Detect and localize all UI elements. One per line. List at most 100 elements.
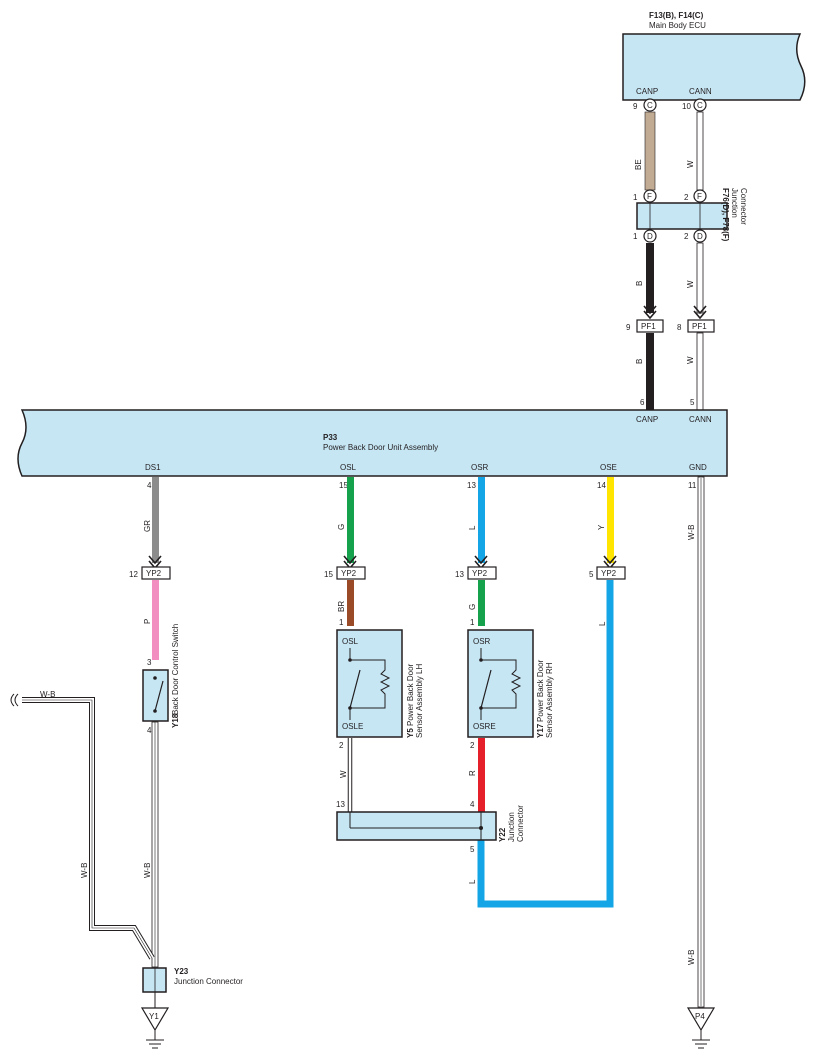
ground-label-y1: Y1 (149, 1012, 159, 1021)
y17-sensor-box (467, 629, 534, 738)
ecu-cann-pin: 10 (682, 102, 691, 111)
wire-label-wb-5: W-B (80, 863, 89, 878)
yp2-pin-4: 5 (589, 570, 594, 579)
y17-switch-contact (480, 669, 492, 709)
wire-label-b-1: B (635, 281, 644, 286)
f76-pin-top2: 2 (684, 193, 689, 202)
ecu-cann-label: CANN (689, 87, 712, 96)
wire-b-2 (646, 333, 654, 410)
y5-name-line2: Sensor Assembly LH (415, 664, 424, 738)
f76-pin-f1 (643, 189, 657, 203)
wire-label-wb-2: W-B (687, 950, 696, 965)
ecu-cann-connector (693, 98, 707, 112)
y17-pin-top: 1 (470, 618, 475, 627)
y22-name-line2: Connector (516, 805, 525, 842)
wire-label-g-2: G (468, 604, 477, 610)
p33-top-pin-canp: 6 (640, 398, 645, 407)
ecu-canp-label: CANP (636, 87, 658, 96)
pf1-connector-left (636, 319, 664, 333)
yp2-connector-2 (336, 566, 366, 580)
y23-id: Y23 (174, 967, 189, 976)
wire-label-l-1: L (468, 525, 477, 530)
wire-label-g-1: G (337, 524, 346, 530)
wire-p (152, 580, 159, 660)
y22-name-line1: Junction (507, 812, 516, 842)
p33-pin-ds1: 4 (147, 481, 152, 490)
wire-l-ose (477, 580, 614, 908)
p33-term-ose: OSE (600, 463, 617, 472)
y5-pin-bot: 2 (339, 741, 344, 750)
y17-top-label: OSR (473, 637, 491, 646)
f76-id: F76(D), F78(F) (721, 188, 730, 242)
f76-conn-bot-letter-1: D (647, 232, 653, 241)
y22-pin-left: 13 (336, 800, 345, 809)
ecu-box (622, 33, 806, 101)
f76-name-line1: Junction (730, 188, 739, 218)
p33-box (17, 409, 728, 477)
y5-bot-label: OSLE (342, 722, 363, 731)
wire-g-osl (347, 477, 354, 563)
ground-symbol-p4 (692, 1039, 710, 1049)
f76-pin-bot2: 2 (684, 232, 689, 241)
f76-pin-top1: 1 (633, 193, 638, 202)
yp2-connector-1 (141, 566, 171, 580)
pf1-pin-left: 9 (626, 323, 631, 332)
y22-pin-right-top: 4 (470, 800, 475, 809)
wire-label-br: BR (337, 601, 346, 612)
p33-pin-osr: 13 (467, 481, 476, 490)
y17-name-line2: Sensor Assembly RH (545, 662, 554, 738)
pf1-label-left: PF1 (641, 322, 656, 331)
yp2-pin-1: 12 (129, 570, 138, 579)
ecu-canp-pin: 9 (633, 102, 638, 111)
y18-switch-contact (154, 680, 164, 712)
wire-label-p: P (143, 619, 152, 624)
y17-pin-bot: 2 (470, 741, 475, 750)
p33-canp-label: CANP (636, 415, 658, 424)
f76-pin-d1 (643, 229, 657, 243)
p33-term-osr: OSR (471, 463, 489, 472)
y17-id: Y17 (536, 723, 545, 738)
y5-resistor (350, 659, 391, 709)
p33-pin-osl: 15 (339, 481, 348, 490)
wire-label-w-3: W (686, 356, 695, 364)
y18-name: Back Door Control Switch (171, 624, 180, 715)
wire-br (347, 580, 354, 626)
f76-pin-bot1: 1 (633, 232, 638, 241)
y17-name-line1: Power Back Door (536, 659, 545, 722)
wire-label-r: R (468, 770, 477, 776)
wire-label-wb-3: W-B (143, 863, 152, 878)
p33-cann-label: CANN (689, 415, 712, 424)
ground-point-y1 (140, 1007, 170, 1032)
wire-label-y: Y (597, 524, 606, 530)
p33-term-gnd: GND (689, 463, 707, 472)
y23-junction-box (142, 967, 167, 993)
wire-label-be: BE (634, 159, 643, 170)
y17-bot-label: OSRE (473, 722, 496, 731)
y5-top-label: OSL (342, 637, 359, 646)
wire-label-w-2: W (686, 280, 695, 288)
ecu-canp-connector (643, 98, 657, 112)
pf1-connector-right (687, 319, 715, 333)
yp2-connector-4 (596, 566, 626, 580)
ecu-id: F13(B), F14(C) (649, 11, 704, 20)
yp2-label-2: YP2 (341, 569, 357, 578)
wire-label-w-4: W (339, 770, 348, 778)
ecu-canp-conn-letter: C (647, 101, 653, 110)
pf1-label-right: PF1 (692, 322, 707, 331)
p33-name: Power Back Door Unit Assembly (323, 443, 438, 452)
y22-junction-box (336, 811, 497, 841)
yp2-pin-3: 13 (455, 570, 464, 579)
yp2-label-1: YP2 (146, 569, 162, 578)
yp2-label-4: YP2 (601, 569, 617, 578)
wire-label-b-2: B (635, 359, 644, 364)
y5-name-line1: Power Back Door (406, 663, 415, 726)
f76-junction-connector-box (636, 202, 728, 230)
wire-label-w-1: W (686, 160, 695, 168)
wire-w-3 (696, 332, 704, 411)
y5-switch-contact (349, 669, 361, 709)
wire-label-wb-4: W-B (40, 690, 55, 699)
f76-pin-d2 (693, 229, 707, 243)
y5-sensor-box (336, 629, 403, 738)
ecu-name: Main Body ECU (649, 21, 706, 30)
